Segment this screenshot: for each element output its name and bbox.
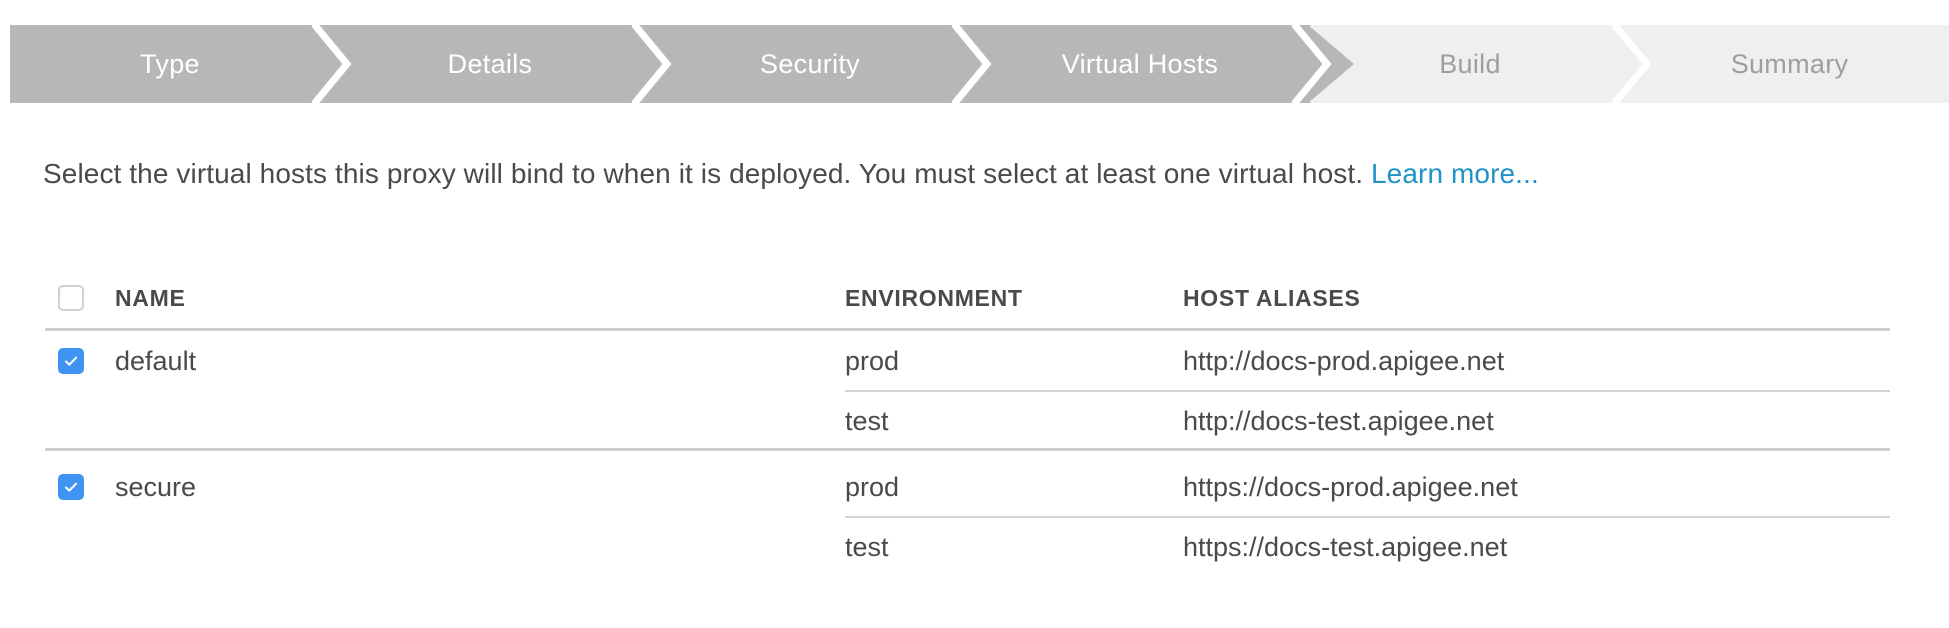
wizard-step-label: Build	[1439, 48, 1501, 79]
row-checkbox-default[interactable]	[58, 348, 84, 374]
wizard-step-label: Summary	[1730, 48, 1849, 79]
column-header-environment: ENVIRONMENT	[845, 284, 1023, 311]
cell-host-alias: https://docs-prod.apigee.net	[1183, 471, 1518, 502]
select-all-checkbox[interactable]	[58, 285, 84, 311]
cell-host-alias: https://docs-test.apigee.net	[1183, 531, 1508, 562]
row-checkbox-secure[interactable]	[58, 474, 84, 500]
learn-more-link[interactable]: Learn more...	[1371, 158, 1539, 189]
cell-name: default	[115, 345, 197, 376]
wizard-step-label: Virtual Hosts	[1061, 48, 1219, 79]
wizard-step-build[interactable]: Build	[1310, 25, 1652, 103]
row-checkbox-cell	[0, 517, 115, 577]
cell-host-alias: http://docs-test.apigee.net	[1183, 405, 1494, 436]
wizard-step-label: Type	[140, 48, 200, 79]
cell-host-alias: http://docs-prod.apigee.net	[1183, 345, 1505, 376]
cell-environment: test	[845, 531, 889, 562]
wizard-step-type[interactable]: Type	[10, 25, 352, 103]
header-divider	[45, 328, 1890, 331]
table-header-row: NAME ENVIRONMENT HOST ALIASES	[0, 268, 1949, 328]
table-row: test https://docs-test.apigee.net	[0, 517, 1949, 577]
sub-row-divider	[845, 516, 1890, 518]
cell-environment: prod	[845, 471, 900, 502]
wizard-step-security[interactable]: Security	[650, 25, 992, 103]
sub-row-divider	[845, 390, 1890, 392]
wizard-step-label: Security	[760, 48, 860, 79]
cell-name: secure	[115, 471, 197, 502]
row-checkbox-cell[interactable]	[0, 331, 115, 391]
instruction-sentence: Select the virtual hosts this proxy will…	[43, 158, 1371, 189]
select-all-checkbox-cell[interactable]	[0, 268, 115, 328]
virtual-hosts-table: NAME ENVIRONMENT HOST ALIASES default prod ht…	[0, 268, 1949, 562]
cell-name	[115, 391, 845, 451]
group-divider	[45, 448, 1890, 451]
wizard-step-virtual-hosts[interactable]: Virtual Hosts	[970, 25, 1354, 103]
wizard-step-bar: Type Details Security Virtual Hosts Build Sum…	[10, 25, 1949, 103]
column-header-host-aliases: HOST ALIASES	[1183, 284, 1361, 311]
column-header-name: NAME	[115, 284, 186, 311]
row-checkbox-cell[interactable]	[0, 457, 115, 517]
cell-environment: test	[845, 405, 889, 436]
row-checkbox-cell	[0, 391, 115, 451]
table-row: default prod http://docs-prod.apigee.net	[0, 331, 1949, 391]
cell-name	[115, 517, 845, 577]
wizard-step-summary[interactable]: Summary	[1630, 25, 1949, 103]
instruction-text: Select the virtual hosts this proxy will…	[43, 158, 1539, 190]
cell-environment: prod	[845, 345, 900, 376]
table-row: test http://docs-test.apigee.net	[0, 391, 1949, 451]
wizard-step-label: Details	[447, 48, 533, 79]
wizard-step-details[interactable]: Details	[330, 25, 672, 103]
table-row: secure prod https://docs-prod.apigee.net	[0, 457, 1949, 517]
